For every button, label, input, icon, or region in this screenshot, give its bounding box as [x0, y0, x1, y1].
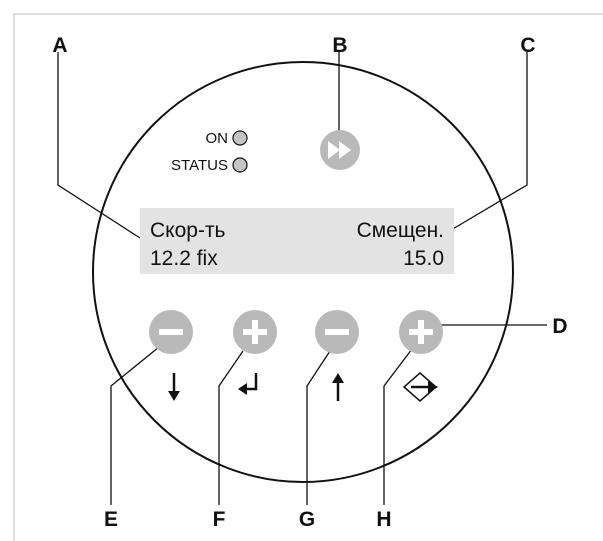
arrow-down-icon: [168, 373, 180, 401]
callout-label-f: F: [213, 508, 226, 531]
minus-icon: [159, 329, 183, 335]
minus-icon: [325, 329, 349, 335]
callout-line-h: [383, 348, 413, 505]
arrow-up-icon: [332, 373, 344, 401]
fast-forward-button[interactable]: [320, 130, 360, 170]
on-indicator-label: ON: [206, 130, 229, 147]
diamond-exit-icon: [402, 372, 438, 402]
minus-button-g[interactable]: [315, 310, 359, 354]
callout-label-a: A: [52, 34, 67, 57]
callout-label-d: D: [552, 315, 567, 338]
callout-line-g: [306, 350, 331, 505]
lcd-line1-right: Смещен.: [357, 219, 444, 242]
callout-label-g: G: [299, 508, 315, 531]
diagram-frame: [13, 13, 603, 541]
plus-icon: [409, 320, 433, 344]
lcd-line1-left: Скор-ть: [150, 219, 226, 242]
status-indicator-led: [232, 157, 248, 173]
fast-forward-icon: [328, 141, 351, 159]
status-indicator-label: STATUS: [171, 157, 228, 174]
plus-button-f[interactable]: [233, 310, 277, 354]
lcd-line2-left: 12.2 fix: [150, 247, 218, 270]
callout-line-e: [110, 346, 160, 505]
callout-label-c: C: [520, 34, 535, 57]
plus-icon: [243, 320, 267, 344]
callout-lines: [57, 52, 547, 505]
minus-button-e[interactable]: [149, 310, 193, 354]
lcd-line2-right: 15.0: [403, 247, 444, 270]
lcd-display: Скор-ть Смещен. 12.2 fix 15.0: [140, 208, 454, 274]
callout-line-a: [57, 52, 141, 239]
enter-return-icon: [238, 373, 258, 395]
lcd-background: [140, 208, 454, 274]
callout-line-f: [218, 350, 244, 505]
on-indicator-led: [232, 130, 248, 146]
callout-label-b: B: [332, 34, 347, 57]
plus-button-h[interactable]: [399, 310, 443, 354]
callout-line-c: [445, 52, 528, 234]
callout-label-h: H: [376, 508, 391, 531]
callout-label-e: E: [104, 508, 118, 531]
